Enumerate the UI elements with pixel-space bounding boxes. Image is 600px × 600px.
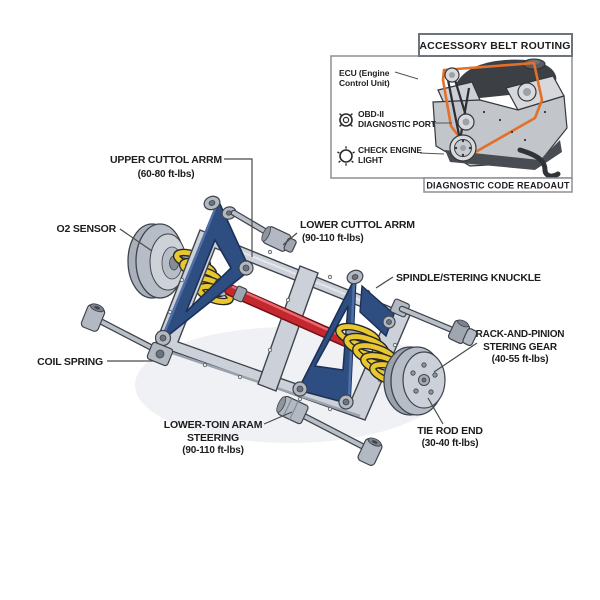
frame-middle-crossrail — [257, 265, 319, 392]
check-engine-label-line-1: CHECK ENGINE — [358, 145, 422, 155]
callout-coil-spring: COIL SPRING — [37, 356, 154, 368]
o2-sensor-label: O2 SENSOR — [57, 223, 117, 235]
lower-arm-steering-leader — [263, 411, 293, 425]
frame-corner-mount — [146, 341, 174, 367]
inset-ecu-label: ECU (Engine Control Unit) — [339, 68, 419, 88]
callout-spindle-knuckle: SPINDLE/STERING KNUCKLE — [375, 272, 541, 289]
inset-footer-box — [423, 177, 573, 193]
coil-spring-label: COIL SPRING — [37, 356, 103, 368]
exhaust-pipe — [517, 147, 561, 179]
check-engine-leader — [419, 152, 445, 155]
tie-rod-end-label-line-1: TIE ROD END — [417, 425, 483, 437]
right-tie-rod — [390, 298, 478, 347]
obd-label-line-2: DIAGNOSTIC PORT — [358, 119, 437, 129]
callout-o2-sensor: O2 SENSOR — [57, 223, 153, 252]
check-engine-icon — [337, 146, 355, 166]
lower-control-arm-label-line-1: LOWER CUTTOL ARRM — [300, 219, 415, 231]
right-lower-control-arm — [292, 269, 396, 410]
callout-tie-rod-end: TIE ROD END (30-40 ft-lbs) — [417, 397, 484, 449]
upper-link-rod — [230, 209, 297, 253]
rack-and-pinion-label-line-1: RACK-AND-PINION — [476, 329, 565, 340]
rack-and-pinion-leader — [433, 342, 478, 373]
upper-control-arm-label-line-1: UPPER CUTTOL ARRM — [110, 154, 222, 166]
left-tie-rod-bushing — [80, 303, 106, 332]
inset-check-engine-label: CHECK ENGINE LIGHT — [337, 145, 445, 166]
rack-and-pinion-label-line-2: STERING GEAR — [483, 342, 558, 353]
bottom-rod-cylinder — [276, 395, 309, 425]
ecu-leader — [394, 71, 419, 80]
tie-rod-end-label-line-2: (30-40 ft-lbs) — [422, 438, 479, 449]
callout-upper-control-arm: UPPER CUTTOL ARRM (60-80 ft-lbs) — [110, 154, 253, 257]
spindle-knuckle-leader — [375, 276, 394, 289]
lower-control-arm-label-line-2: (90-110 ft-lbs) — [302, 233, 363, 244]
accessory-belt — [441, 61, 544, 156]
brake-disc-bolts — [410, 362, 438, 395]
obd-port-icon — [339, 113, 353, 127]
engine-underside — [445, 140, 562, 170]
engine-pulleys — [444, 67, 537, 162]
engine-bolts — [482, 110, 547, 142]
callouts: UPPER CUTTOL ARRM (60-80 ft-lbs) O2 SENS… — [37, 154, 564, 456]
inset-accessory-belt-panel: ACCESSORY BELT ROUTING — [330, 33, 573, 193]
lower-arm-steering-label-line-1: LOWER-TOIN ARAM — [164, 419, 263, 431]
rack-and-pinion-label-line-3: (40-55 ft-lbs) — [492, 354, 549, 365]
bottom-steering-rod — [276, 395, 383, 466]
spindle-knuckle-label: SPINDLE/STERING KNUCKLE — [396, 272, 541, 284]
ecu-label-line-2: Control Unit) — [339, 78, 390, 88]
inset-title-box — [418, 33, 573, 57]
engine-illustration — [432, 58, 568, 179]
inset-footer-label: DIAGNOSTIC CODE READOAUT — [426, 181, 570, 191]
brake-disc — [383, 346, 446, 416]
inset-obd-label: OBD-II DIAGNOSTIC PORT — [339, 109, 452, 129]
ecu-label-line-1: ECU (Engine — [339, 68, 390, 78]
lower-arm-steering-label-line-2: STEERING — [187, 432, 239, 444]
callout-lower-arm-steering: LOWER-TOIN ARAM STEERING (90-110 ft-lbs) — [164, 411, 293, 456]
obd-label-line-1: OBD-II — [358, 109, 384, 119]
inset-title: ACCESSORY BELT ROUTING — [419, 40, 570, 52]
lower-arm-steering-label-line-3: (90-110 ft-lbs) — [182, 445, 243, 456]
tie-rod-end-leader — [427, 397, 444, 425]
upper-link-cylinder — [261, 226, 297, 253]
callout-lower-control-arm: LOWER CUTTOL ARRM (90-110 ft-lbs) — [282, 219, 415, 246]
left-upper-control-arm — [154, 195, 254, 347]
right-tie-rod-bushing — [447, 319, 478, 347]
bottom-rod-bushing — [357, 437, 383, 466]
upper-control-arm-leader — [224, 158, 253, 257]
lower-control-arm-leader — [282, 232, 298, 246]
upper-control-arm-label-line-2: (60-80 ft-lbs) — [138, 169, 195, 180]
check-engine-label-line-2: LIGHT — [358, 155, 384, 165]
o2-sensor-leader — [119, 228, 153, 252]
callout-rack-and-pinion: RACK-AND-PINION STERING GEAR (40-55 ft-l… — [433, 329, 565, 373]
left-tie-rod — [80, 303, 174, 367]
